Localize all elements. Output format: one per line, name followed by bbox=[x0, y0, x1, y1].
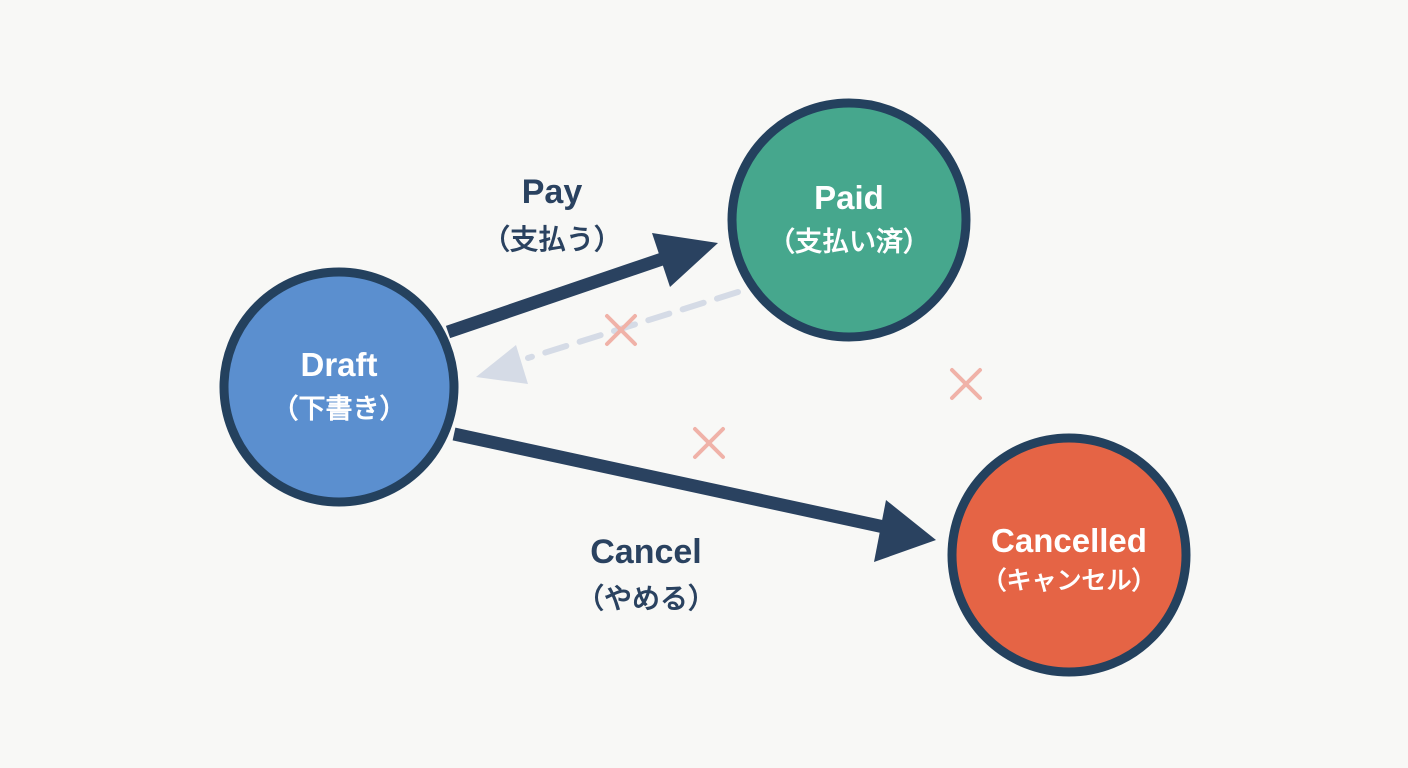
transition-cancel[interactable] bbox=[452, 427, 936, 562]
paid-title: Paid bbox=[814, 179, 884, 216]
cancelled-circle[interactable] bbox=[947, 433, 1191, 677]
draft-circle[interactable] bbox=[219, 267, 459, 507]
cancelled-title: Cancelled bbox=[991, 522, 1147, 559]
x-mark-icon bbox=[605, 314, 637, 346]
draft-title: Draft bbox=[300, 346, 377, 383]
cancel-arrow-line[interactable] bbox=[452, 427, 886, 534]
state-node-draft[interactable]: Draft （下書き） bbox=[219, 267, 459, 507]
cancel-label: Cancel （やめる） bbox=[576, 533, 716, 614]
blocked-arrow-line bbox=[525, 289, 741, 361]
blocked-transition-paid-to-draft bbox=[476, 289, 741, 384]
cancel-label-title: Cancel bbox=[590, 533, 702, 571]
draft-subtitle: （下書き） bbox=[272, 394, 407, 424]
pay-label-subtitle: （支払う） bbox=[482, 223, 622, 255]
transition-pay[interactable] bbox=[445, 233, 718, 339]
pay-arrow-head[interactable] bbox=[652, 233, 718, 287]
x-mark-icon bbox=[693, 427, 725, 459]
state-node-paid[interactable]: Paid （支払い済） bbox=[727, 98, 971, 342]
cancel-label-subtitle: （やめる） bbox=[576, 582, 716, 614]
paid-subtitle: （支払い済） bbox=[768, 226, 930, 257]
pay-arrow-line[interactable] bbox=[445, 250, 671, 339]
cancel-arrow-head[interactable] bbox=[874, 500, 936, 562]
pay-label-title: Pay bbox=[522, 173, 583, 211]
paid-circle[interactable] bbox=[727, 98, 971, 342]
blocked-marks bbox=[605, 314, 982, 459]
cancelled-subtitle: （キャンセル） bbox=[981, 566, 1156, 595]
x-mark-icon bbox=[950, 368, 982, 400]
state-node-cancelled[interactable]: Cancelled （キャンセル） bbox=[947, 433, 1191, 677]
pay-label: Pay （支払う） bbox=[482, 173, 622, 255]
blocked-arrow-head bbox=[476, 345, 528, 384]
